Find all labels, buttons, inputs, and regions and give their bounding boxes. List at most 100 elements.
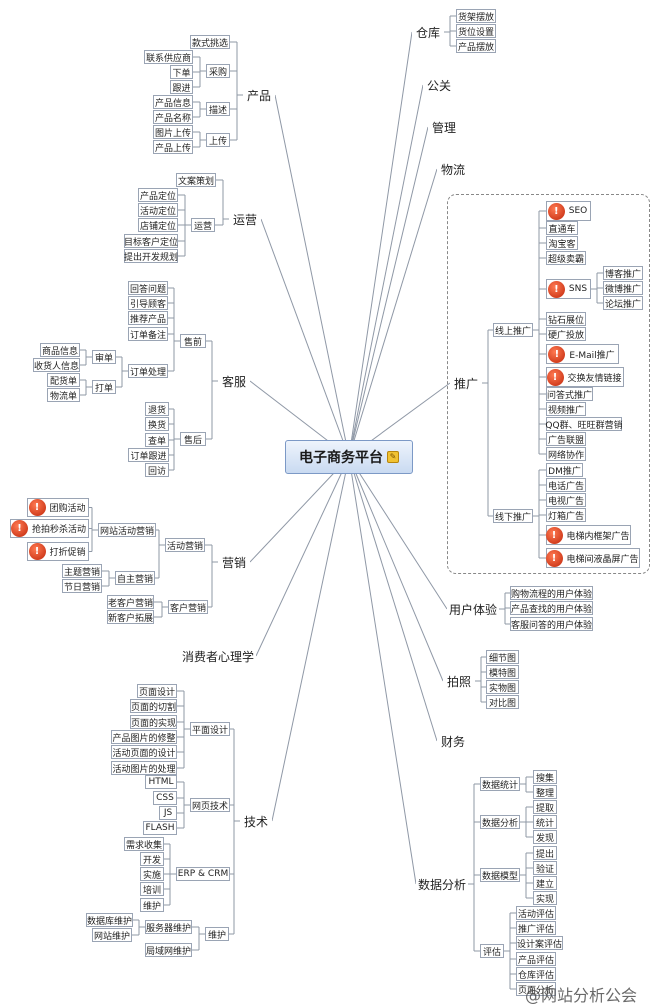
node-cpdw: 产品定位 [138,188,178,202]
link-line [348,84,424,458]
node-label: CSS [156,793,174,803]
node-tckf: 提出开发规划 [124,249,178,263]
node-label: 线上推广 [495,326,532,337]
node-tuihuo: 退货 [145,402,169,416]
node-label: 设计案评估 [517,939,563,950]
node-ygtf: 硬广投放 [546,327,586,341]
priority-icon: ! [545,526,563,544]
node-label: 整理 [536,788,555,799]
node-label: 博客推广 [605,269,642,280]
node-label: 推荐产品 [130,314,167,325]
node-label: 页面分析 [518,985,555,996]
node-label: SNS [568,284,588,294]
node-yanzheng: 验证 [533,861,557,875]
node-dadan: 打单 [92,380,116,394]
node-label: 数据库维护 [87,916,133,927]
node-tiqu: 提取 [533,800,557,814]
link-line [260,218,350,458]
node-hdtpcl: 活动图片的处理 [111,761,177,775]
node-cpsc: 产品上传 [153,140,193,154]
node-wyjs: 网页技术 [190,798,230,812]
node-label: 打折促销 [49,548,86,558]
node-hddw: 活动定位 [138,203,178,217]
node-label: 建立 [536,879,555,890]
node-label: 评估 [483,947,502,958]
link-line [348,456,448,610]
node-shixian: 实现 [533,891,557,905]
node-label: E-Mail推广 [569,350,615,361]
node-label: 提取 [536,803,555,814]
node-zzyx: 自主营销 [115,571,155,585]
node-label: 统计 [536,818,555,829]
node-js: JS [159,806,177,820]
node-label: ERP & CRM [177,869,229,879]
node-css: CSS [153,791,177,805]
node-wld: 物流单 [47,388,80,402]
node-ymfx: 页面分析 [516,982,556,996]
node-label: 搜集 [536,773,555,784]
node-label: 网站维护 [94,931,131,942]
node-label: 货架摆放 [458,12,495,23]
node-tgpg: 推广评估 [516,921,556,935]
node-wzhd: 网站活动营销 [98,523,156,537]
node-label: 换货 [148,420,167,431]
node-label: 论坛推广 [605,299,642,310]
node-label: 提出 [536,849,555,860]
node-label: 活动图片的处理 [112,764,176,775]
node-kaifa: 开发 [140,852,164,866]
node-label: 活动定位 [140,206,177,217]
priority-icon: ! [28,499,46,516]
node-jhyq: !交换友情链接 [546,367,624,387]
node-lxgys: 联系供应商 [144,50,193,64]
node-label: 直通车 [548,224,576,235]
node-label: 老客户营销 [108,598,154,609]
node-label: 查单 [148,436,167,447]
node-label: 联系供应商 [146,53,192,64]
node-caiwu: 财务 [437,732,469,750]
node-label: 开发 [143,855,162,866]
node-sns: !SNS [546,279,591,299]
node-label: 培训 [143,885,162,896]
node-ckpg: 仓库评估 [516,967,556,981]
node-weihu: 维护 [140,898,164,912]
node-label: 数据分析 [482,818,519,829]
node-hjbf: 货架摆放 [456,9,496,23]
node-ztc: 直通车 [546,221,578,235]
node-qqq: QQ群、旺旺群营销 [545,417,623,431]
node-label: 产品评估 [518,955,555,966]
node-lttg: 论坛推广 [603,296,643,310]
node-label: 交换友情链接 [567,373,622,384]
node-sjfx: 数据分析 [416,875,468,893]
node-label: 描述 [209,105,228,116]
node-sjmx: 数据模型 [480,868,520,882]
promotion-highlight-frame [447,194,650,574]
node-label: 引导顾客 [130,299,167,310]
node-yunying: 运营 [229,210,261,228]
node-label: 仓库 [416,25,441,40]
node-label: 淘宝客 [548,239,576,250]
node-gglm: 广告联盟 [546,432,586,446]
node-ddcl: 订单处理 [128,364,168,378]
node-xjt: 细节图 [486,650,519,664]
link-line [249,456,350,563]
node-sjtj: 数据统计 [480,777,520,791]
node-label: 数据分析 [418,877,467,892]
node-shouhou: 售后 [180,432,206,446]
node-label: 运营 [233,212,258,227]
node-email: !E-Mail推广 [546,344,619,364]
node-pmsj: 平面设计 [190,722,230,736]
priority-icon: ! [548,345,566,363]
node-label: 文案策划 [178,176,215,187]
node-label: 配货单 [50,376,78,387]
link-line [348,456,438,742]
node-wzwh: 网站维护 [92,928,132,942]
node-dzcx: !打折促销 [27,542,89,561]
node-cangku: 仓库 [412,23,444,41]
node-label: 服务器维护 [146,923,192,934]
node-label: 回答问题 [130,284,167,295]
link-line [255,456,350,657]
node-label: 电话广告 [548,481,585,492]
node-label: 提出开发规划 [124,252,179,263]
node-label: 产品 [247,88,272,103]
node-cpbf: 产品摆放 [456,39,496,53]
